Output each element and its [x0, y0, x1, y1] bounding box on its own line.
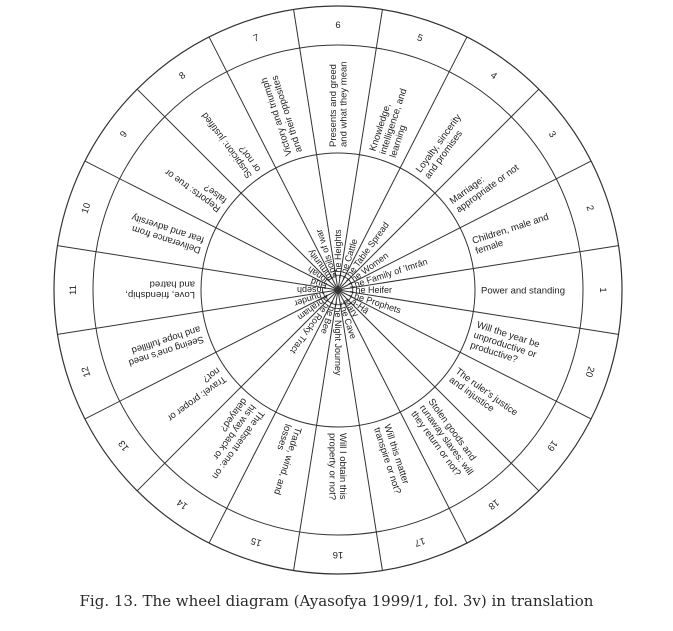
sector-number: 5 — [416, 32, 424, 44]
sector-number: 10 — [80, 202, 94, 215]
question-label-text: Will I obtain thisproperty or not? — [326, 433, 348, 500]
question-label: The absent one: onhis way back ordelayed… — [192, 396, 266, 481]
spoke-line — [337, 88, 540, 291]
question-label: Presents and greedand what they mean — [328, 61, 350, 147]
question-label: Children, male andfemale — [471, 212, 554, 257]
sector-number: 7 — [252, 32, 260, 44]
sector-number: 11 — [68, 285, 79, 295]
question-label: Travel: proper ornot? — [159, 365, 228, 424]
question-label: Knowledge,intelligence, andlearning — [368, 84, 420, 159]
question-label: Love, friendship,and hatred — [125, 278, 195, 300]
spoke-line — [337, 289, 540, 492]
question-label-text: Travel: proper ornot? — [159, 365, 228, 424]
question-label: Deliverance fromfear and adversity — [127, 211, 206, 255]
spoke-line — [337, 160, 592, 291]
wheel-spokes — [57, 9, 619, 571]
spoke-line — [337, 9, 383, 291]
question-label: Will the year beunproductive orproductiv… — [469, 320, 541, 371]
sector-number: 16 — [333, 549, 344, 560]
sura-label: Joseph — [297, 285, 326, 295]
question-label-text: Will the year beunproductive orproductiv… — [469, 320, 541, 371]
question-label: Suspicion: justifiedor not? — [200, 104, 264, 180]
question-label: Marriage:appropriate or not — [448, 154, 522, 216]
question-label-text: Victory and triumphand their opposites — [259, 73, 305, 157]
question-label-text: The ruler's justiceand injustice — [447, 366, 520, 427]
sector-number: 3 — [546, 129, 558, 140]
question-label: The ruler's justiceand injustice — [447, 366, 520, 427]
spoke-line — [57, 289, 339, 335]
question-label-text: Loyalty, sincerityand promises — [414, 112, 473, 181]
sura-label: Hūd — [309, 276, 328, 291]
spoke-line — [337, 245, 619, 291]
sector-number: 1 — [597, 287, 608, 292]
sector-number: 6 — [335, 20, 340, 31]
sura-label-text: Joseph — [297, 285, 326, 295]
question-label-text: Trade, wind, andlosses — [261, 422, 303, 496]
spoke-line — [136, 88, 339, 291]
spoke-line — [337, 36, 468, 291]
sector-number: 17 — [413, 535, 426, 549]
spoke-line — [293, 9, 339, 291]
sura-label: The Heights — [333, 229, 343, 278]
spoke-line — [337, 289, 619, 335]
question-label-text: Stolen goods andrunaway slaves: willthey… — [408, 397, 483, 484]
sector-number: 13 — [116, 438, 131, 453]
number-ring — [92, 44, 584, 536]
question-label-text: The absent one: onhis way back ordelayed… — [192, 396, 266, 481]
wheel-rings — [53, 5, 623, 575]
spoke-line — [208, 289, 339, 544]
question-label-text: Suspicion: justifiedor not? — [200, 104, 264, 180]
sura-label: The Heifer — [350, 285, 392, 295]
question-label: Power and standing — [481, 285, 565, 296]
sura-label-text: The Heifer — [350, 285, 392, 295]
figure-caption: Fig. 13. The wheel diagram (Ayasofya 199… — [79, 592, 594, 610]
spoke-line — [84, 289, 339, 420]
question-label-text: Knowledge,intelligence, andlearning — [368, 84, 420, 159]
question-label: Trade, wind, andlosses — [261, 422, 303, 496]
spoke-line — [84, 160, 339, 291]
question-label-text: Deliverance fromfear and adversity — [127, 211, 206, 255]
spoke-line — [337, 289, 592, 420]
sura-label: The Night Journey — [333, 302, 343, 376]
question-label-text: Children, male andfemale — [471, 212, 554, 257]
sector-number: 14 — [175, 496, 190, 511]
spoke-line — [293, 289, 339, 571]
sector-number: 2 — [584, 204, 596, 212]
sector-number: 15 — [250, 535, 263, 549]
sector-number: 8 — [177, 70, 188, 82]
sura-label-text: The Night Journey — [333, 302, 343, 376]
sector-number: 20 — [583, 365, 597, 378]
sura-label-text: The Heights — [333, 229, 343, 278]
question-label-text: Marriage:appropriate or not — [448, 154, 522, 216]
question-label: Will I obtain thisproperty or not? — [326, 433, 348, 500]
sector-number: 9 — [118, 129, 130, 140]
question-label-text: Power and standing — [481, 285, 565, 296]
question-label: Loyalty, sincerityand promises — [414, 112, 473, 181]
sector-number: 12 — [80, 365, 94, 378]
spoke-line — [337, 289, 383, 571]
spoke-line — [136, 289, 339, 492]
question-label-text: Seeing one's needand hope fulfilled — [124, 323, 205, 368]
question-label: Victory and triumphand their opposites — [259, 73, 305, 157]
spoke-line — [208, 36, 339, 291]
sura-label-text: Hūd — [309, 276, 328, 291]
question-label-text: Presents and greedand what they mean — [328, 61, 350, 147]
sector-number: 18 — [486, 496, 501, 511]
sector-number: 19 — [544, 438, 559, 453]
spoke-line — [337, 289, 468, 544]
question-label: Stolen goods andrunaway slaves: willthey… — [408, 397, 483, 484]
question-label-text: Love, friendship,and hatred — [125, 278, 195, 300]
question-ring — [200, 152, 476, 428]
question-label: Seeing one's needand hope fulfilled — [124, 323, 205, 368]
outer-ring — [53, 5, 623, 575]
question-label-text: Will this mattertranspire or not? — [371, 423, 413, 495]
spoke-line — [57, 245, 339, 291]
sector-number: 4 — [488, 70, 499, 82]
question-label: Will this mattertranspire or not? — [371, 423, 413, 495]
